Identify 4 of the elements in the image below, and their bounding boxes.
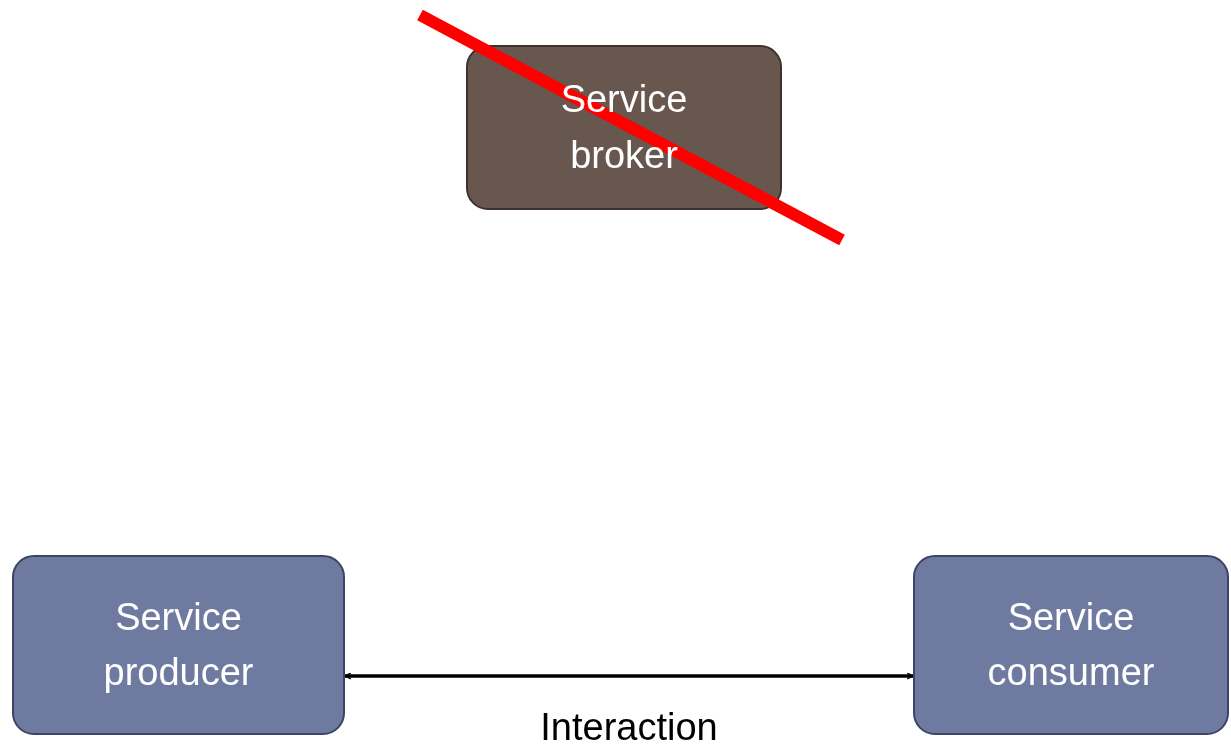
double-arrow [344,672,914,680]
process-box: Service consumer [913,555,1229,735]
edge-label: Interaction [540,708,718,746]
process-box: Service producer [12,555,345,735]
